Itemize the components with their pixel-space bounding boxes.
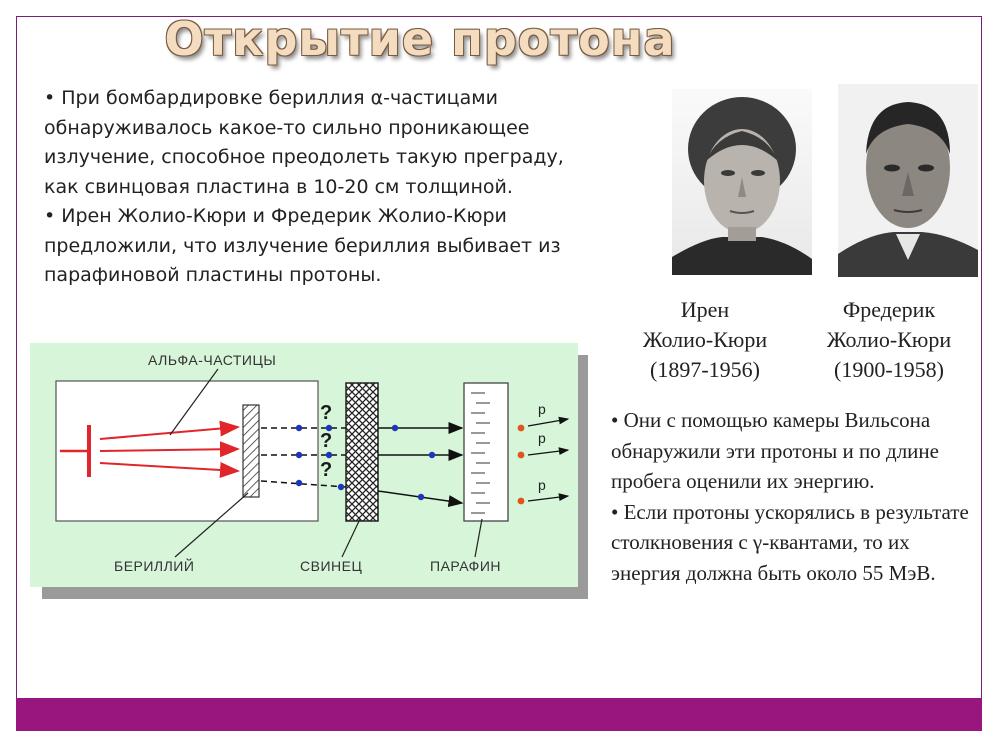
intro-bullet-1: • При бомбардировке бериллия α-частицами…: [44, 87, 564, 198]
label-alpha-particles: АЛЬФА-ЧАСТИЦЫ: [148, 352, 276, 368]
particle-dot: [428, 451, 436, 459]
proton-arrow-2: [527, 447, 570, 456]
paraffin-dashes: [471, 392, 490, 514]
label-beryllium: БЕРИЛЛИЙ: [114, 557, 194, 574]
proton-dot-2: [517, 451, 525, 459]
label-lead: СВИНЕЦ: [300, 558, 362, 574]
caption-frederic-years: (1900-1958): [834, 357, 944, 382]
vacuum-chamber: [55, 380, 319, 522]
lead-block: [345, 382, 379, 522]
question-mark-2: ?: [320, 430, 332, 452]
particle-dot: [325, 451, 333, 459]
caption-frederic-last-name: Жолио-Кюри: [826, 327, 952, 352]
alpha-ray-1: [99, 420, 240, 440]
slide-title: Открытие протона: [164, 12, 676, 66]
proton-arrow-1: [527, 416, 570, 427]
experiment-diagram: ? ? ? p p p АЛЬФА-ЧАСТИЦЫ БЕРИЛЛИЙ СВИНЕ…: [30, 343, 590, 609]
portrait-irene: [672, 89, 812, 275]
findings-text: • Они с помощью камеры Вильсона обнаружи…: [611, 405, 981, 588]
proton-arrow-3: [527, 493, 570, 502]
proton-dot-3: [517, 497, 525, 505]
particle-dot: [325, 424, 333, 432]
caption-frederic-first-name: Фредерик: [842, 297, 936, 322]
intro-text: • При бомбардировке бериллия α-частицами…: [44, 84, 584, 291]
alpha-ray-2: [99, 441, 240, 458]
accent-bar: [16, 698, 982, 731]
particle-dot: [295, 451, 303, 459]
question-mark-1: ?: [320, 402, 332, 424]
label-paraffin: ПАРАФИН: [430, 558, 501, 574]
lead-pointer: [341, 518, 361, 558]
caption-irene-first-name: Ирен: [680, 297, 730, 322]
question-mark-3: ?: [320, 459, 332, 481]
beryllium-pointer: [174, 492, 249, 558]
particle-dot: [337, 483, 345, 491]
particle-dot: [417, 493, 425, 501]
findings-bullet-1: • Они с помощью камеры Вильсона обнаружи…: [611, 408, 939, 493]
paraffin-block: [463, 382, 509, 522]
radiation-ray-3-a: [260, 480, 347, 488]
caption-irene-years: (1897-1956): [650, 357, 760, 382]
intro-bullet-2: • Ирен Жолио-Кюри и Фредерик Жолио-Кюри …: [44, 205, 561, 286]
findings-bullet-2: • Если протоны ускорялись в результате с…: [611, 499, 969, 585]
proton-dot-1: [517, 424, 525, 432]
caption-frederic: Фредерик Жолио-Кюри (1900-1958): [804, 295, 974, 385]
proton-label-2: p: [538, 430, 546, 446]
alpha-ray-3: [99, 461, 240, 478]
particle-dot: [295, 479, 303, 487]
alpha-pointer: [169, 368, 219, 436]
beryllium-target: [242, 404, 260, 498]
particle-dot: [391, 424, 399, 432]
proton-label-1: p: [538, 401, 546, 417]
paraffin-pointer: [474, 518, 483, 558]
particle-dot: [295, 424, 303, 432]
proton-label-3: p: [538, 477, 546, 493]
portrait-frederic: [838, 84, 978, 277]
caption-irene-last-name: Жолио-Кюри: [642, 327, 768, 352]
caption-irene: Ирен Жолио-Кюри (1897-1956): [620, 295, 790, 385]
